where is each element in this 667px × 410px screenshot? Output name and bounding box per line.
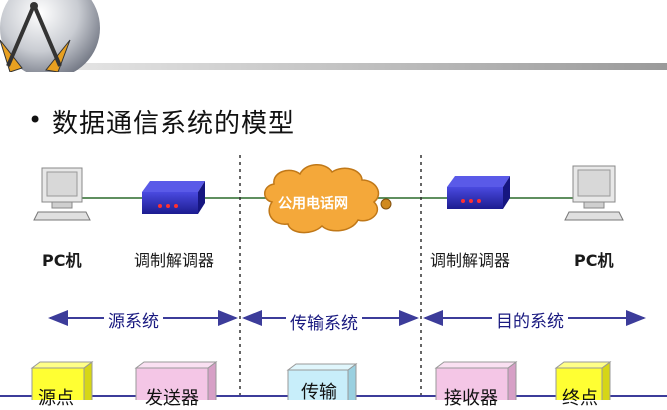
header-rule xyxy=(60,63,667,70)
network-label: 公用电话网 xyxy=(278,196,348,212)
title-bullet: • xyxy=(28,106,43,134)
pc-left-label: PC机 xyxy=(42,251,82,270)
pc-left-icon xyxy=(33,167,91,221)
transmitter-label: 发送器 xyxy=(145,388,199,409)
globe-icon xyxy=(0,0,100,72)
source-system-label: 源系统 xyxy=(104,307,163,332)
receiver-label: 接收器 xyxy=(444,388,498,409)
header-bar xyxy=(0,0,667,72)
pc-right-icon xyxy=(564,165,624,221)
modem-left-icon xyxy=(142,181,205,214)
block-source xyxy=(30,361,94,400)
modem-right-label: 调制解调器 xyxy=(430,251,511,270)
modem-left-label: 调制解调器 xyxy=(134,251,215,270)
pc-right-label: PC机 xyxy=(574,251,614,270)
block-transmission xyxy=(286,363,358,400)
modem-right-icon xyxy=(447,176,510,209)
block-transmitter xyxy=(134,361,218,400)
destination-label: 终点 xyxy=(562,388,598,409)
transmission-system-label: 传输系统 xyxy=(286,309,362,334)
destination-system-label: 目的系统 xyxy=(492,307,568,332)
block-destination xyxy=(554,361,612,400)
compass-square-logo-icon xyxy=(0,2,71,72)
block-receiver xyxy=(434,361,518,400)
transmission-label: 传输 xyxy=(301,382,337,403)
source-label: 源点 xyxy=(38,388,74,409)
page-title: 数据通信系统的模型 xyxy=(52,109,296,139)
phone-network-cloud-icon xyxy=(264,164,392,234)
